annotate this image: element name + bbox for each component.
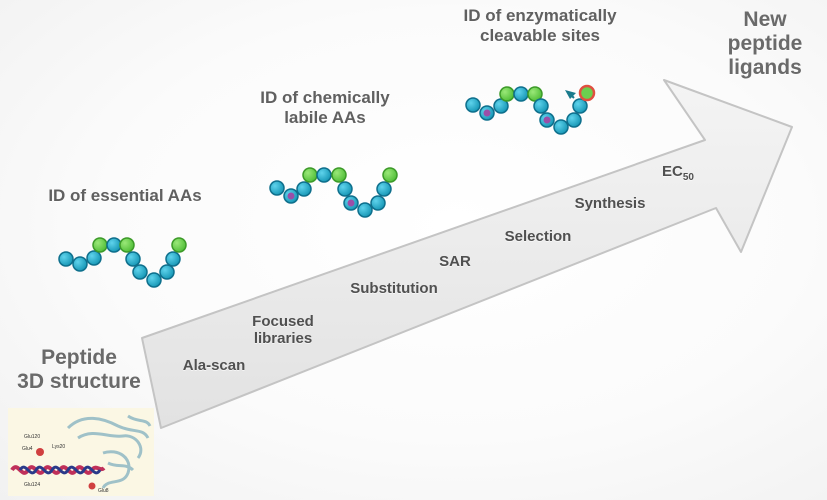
end-line-3: ligands	[728, 56, 802, 80]
end-label: New peptide ligands	[700, 8, 827, 80]
bead-teal	[572, 98, 588, 114]
residue-label: Glu124	[24, 482, 40, 488]
bead-green	[382, 167, 398, 183]
stage-enzymatic-line-2: cleavable sites	[479, 25, 601, 45]
ec50-base: EC	[662, 163, 683, 180]
bead-teal	[165, 251, 181, 267]
bead-modification-dot	[347, 199, 355, 207]
stage-enzymatic-label: ID of enzymatically cleavable sites	[440, 6, 640, 45]
step-focused-libraries: Focused libraries	[238, 313, 328, 348]
residue-label: Glu8	[98, 488, 109, 494]
bead-teal	[106, 237, 122, 253]
stage-chemical-line-1: ID of chemically	[260, 88, 390, 107]
start-label: Peptide 3D structure	[4, 346, 154, 394]
bead-cleavable	[578, 84, 596, 102]
residue-label: Lys20	[52, 444, 65, 450]
bead-teal	[493, 98, 509, 114]
residue-label: Glu4	[22, 446, 33, 452]
bead-green	[92, 237, 108, 253]
bead-modification-dot	[543, 116, 551, 124]
stage-enzymatic-line-1: ID of enzymatically	[463, 6, 617, 25]
bead-teal	[146, 272, 162, 288]
start-line-1: Peptide	[41, 346, 117, 369]
bead-teal	[357, 202, 373, 218]
step-synthesis: Synthesis	[574, 195, 646, 212]
bead-green	[302, 167, 318, 183]
end-line-1: New	[743, 8, 787, 31]
peptide-structure-image: Glu120 Glu4 Lys20 Glu124 Glu8	[8, 408, 154, 496]
bead-green	[119, 237, 135, 253]
step-ec50: EC50	[640, 163, 716, 184]
bead-teal	[465, 97, 481, 113]
bead-teal	[159, 264, 175, 280]
ec50-sub: 50	[682, 172, 694, 183]
step-focused-line-1: Focused	[252, 313, 314, 330]
start-line-2: 3D structure	[17, 370, 141, 394]
bead-modification-dot	[287, 192, 295, 200]
bead-teal	[86, 250, 102, 266]
bead-teal	[269, 180, 285, 196]
essential-aa-chain	[58, 237, 187, 288]
scissors-icon	[565, 90, 576, 99]
labile-aa-chain	[269, 167, 398, 218]
bead-teal	[513, 86, 529, 102]
residue-label: Glu120	[24, 434, 40, 440]
bead-teal	[296, 181, 312, 197]
bead-teal	[553, 119, 569, 135]
bead-green	[499, 86, 515, 102]
progress-arrow	[141, 79, 793, 429]
step-sar: SAR	[439, 253, 471, 270]
stage-chemical-label: ID of chemically labile AAs	[240, 88, 410, 127]
step-ala-scan: Ala-scan	[182, 357, 246, 374]
stage-chemical-line-2: labile AAs	[284, 107, 366, 127]
stage-essential-label: ID of essential AAs	[48, 186, 202, 205]
step-selection: Selection	[504, 228, 572, 245]
bead-teal	[58, 251, 74, 267]
bead-green	[331, 167, 347, 183]
bead-teal	[337, 181, 353, 197]
bead-teal	[533, 98, 549, 114]
bead-teal	[370, 195, 386, 211]
bead-teal	[132, 264, 148, 280]
bead-teal	[566, 112, 582, 128]
step-focused-line-2: libraries	[253, 330, 313, 348]
bead-teal	[376, 181, 392, 197]
bead-modification-dot	[483, 109, 491, 117]
step-substitution: Substitution	[350, 280, 438, 297]
bead-teal	[316, 167, 332, 183]
cleavable-site-chain	[465, 84, 596, 135]
bead-teal	[72, 256, 88, 272]
end-line-2: peptide	[727, 32, 803, 56]
bead-green	[171, 237, 187, 253]
bead-teal	[125, 251, 141, 267]
bead-green	[527, 86, 543, 102]
